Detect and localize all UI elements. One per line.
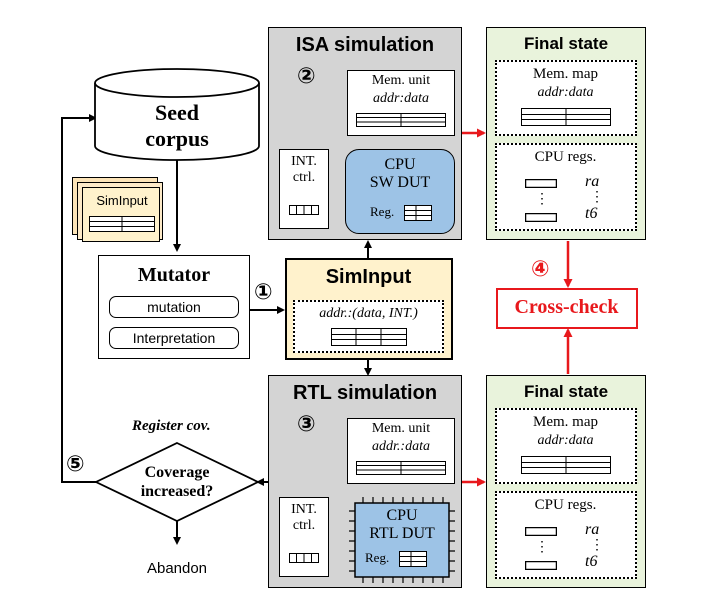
isa-int-ctrl: INT. ctrl. — [279, 149, 329, 229]
arrow-feedback-loop — [61, 114, 97, 483]
final-top-vdots-left: ⋮ — [535, 192, 549, 207]
rtl-int-ctrl-icon — [289, 553, 319, 563]
rtl-int-ctrl-line1: INT. — [291, 502, 317, 517]
final-top-reg-t6-icon — [525, 213, 557, 222]
isa-int-ctrl-label: INT. ctrl. — [280, 154, 328, 186]
seed-corpus-cylinder — [94, 68, 260, 161]
final-top-mem-map: Mem. map addr:data — [495, 60, 637, 136]
final-bottom-mem-map-label: Mem. map — [533, 414, 598, 430]
final-bottom-reg-t6-icon — [525, 561, 557, 570]
register-cov-caption: Register cov. — [132, 418, 211, 434]
step-2-marker: ② — [297, 64, 316, 89]
final-top-title: Final state — [523, 34, 609, 53]
isa-cpu-line2: SW DUT — [369, 174, 431, 191]
step-1-marker: ① — [254, 280, 273, 305]
rtl-cpu-line1: CPU — [386, 507, 418, 524]
siminput-stack-label: SimInput — [96, 193, 148, 208]
mutation-label: mutation — [147, 299, 201, 315]
siminput-table-icon — [331, 328, 407, 346]
rtl-cpu-line2: RTL DUT — [369, 525, 435, 542]
final-bottom-mem-table-icon — [521, 456, 611, 474]
siminput-inner: addr.:(data, INT.) — [293, 300, 444, 353]
step-4-marker: ④ — [531, 257, 550, 282]
final-top-reg-t6: t6 — [585, 205, 598, 222]
siminput-stack-table-icon — [89, 216, 155, 232]
rtl-mem-unit-label: Mem. unit — [371, 421, 431, 436]
isa-cpu-line1: CPU — [384, 156, 416, 173]
coverage-diamond — [93, 442, 261, 522]
rtl-title: RTL simulation — [292, 382, 438, 404]
rtl-cpu-label: CPU RTL DUT — [355, 507, 449, 543]
rtl-reg-label: Reg. — [365, 550, 390, 565]
final-bottom-reg-ra-icon — [525, 527, 557, 536]
rtl-cpu-chip-icon — [349, 497, 455, 583]
final-top-mem-sub: addr:data — [537, 85, 594, 100]
seed-corpus-label: Seed corpus — [95, 100, 259, 152]
final-state-top: Final state Mem. map addr:data CPU regs.… — [486, 27, 646, 240]
cross-check-box: Cross-check — [496, 288, 638, 329]
isa-cpu-box: CPU SW DUT Reg. — [345, 149, 455, 234]
siminput-stack-front: SimInput — [82, 187, 160, 242]
step-3-marker: ③ — [297, 412, 316, 437]
final-top-vdots-right: ⋮ — [590, 190, 604, 205]
step-5-marker: ⑤ — [66, 452, 85, 477]
final-bottom-mem-sub: addr:data — [537, 433, 594, 448]
final-bottom-title: Final state — [523, 382, 609, 401]
isa-reg-label: Reg. — [370, 204, 395, 219]
mutator-title: Mutator — [137, 264, 211, 286]
siminput-box: SimInput addr.:(data, INT.) — [285, 258, 453, 360]
final-bottom-reg-ra: ra — [585, 521, 600, 538]
final-bottom-cpu-regs: CPU regs. ra ⋮ ⋮ t6 — [495, 491, 637, 579]
final-top-cpu-regs: CPU regs. ra ⋮ ⋮ t6 — [495, 143, 637, 231]
siminput-title: SimInput — [325, 266, 412, 288]
isa-mem-sub: addr:data — [373, 91, 429, 106]
mutator-box: Mutator mutation Interpretation — [98, 255, 250, 359]
rtl-int-ctrl-label: INT. ctrl. — [280, 502, 328, 534]
isa-cpu-label: CPU SW DUT — [346, 156, 454, 192]
isa-reg-icon — [404, 205, 432, 221]
final-top-mem-map-label: Mem. map — [533, 66, 598, 82]
seed-corpus-line2: corpus — [145, 126, 209, 151]
isa-mem-table-icon — [356, 113, 446, 127]
coverage-label: Coverage increased? — [117, 463, 237, 501]
final-bottom-vdots-right: ⋮ — [590, 538, 604, 553]
abandon-label: Abandon — [146, 560, 208, 577]
isa-simulation-box: ISA simulation ② Mem. unit addr:data INT… — [268, 27, 462, 240]
rtl-mem-sub: addr.:data — [372, 439, 430, 454]
isa-int-ctrl-line2: ctrl. — [292, 170, 316, 185]
final-top-cpu-regs-label: CPU regs. — [534, 149, 597, 165]
interpretation-label: Interpretation — [132, 330, 216, 346]
isa-title: ISA simulation — [295, 34, 435, 56]
coverage-line2: increased? — [140, 483, 214, 500]
siminput-sub: addr.:(data, INT.) — [319, 306, 418, 321]
rtl-int-ctrl: INT. ctrl. — [279, 497, 329, 577]
final-bottom-reg-t6: t6 — [585, 553, 598, 570]
rtl-simulation-box: RTL simulation ③ Mem. unit addr.:data IN… — [268, 375, 462, 588]
final-state-bottom: Final state Mem. map addr:data CPU regs.… — [486, 375, 646, 588]
interpretation-pill: Interpretation — [109, 327, 239, 349]
rtl-mem-table-icon — [356, 461, 446, 475]
final-top-reg-ra: ra — [585, 173, 600, 190]
final-bottom-mem-map: Mem. map addr:data — [495, 408, 637, 484]
final-bottom-vdots-left: ⋮ — [535, 540, 549, 555]
rtl-int-ctrl-line2: ctrl. — [292, 518, 316, 533]
isa-mem-unit-label: Mem. unit — [371, 73, 431, 88]
final-top-reg-ra-icon — [525, 179, 557, 188]
final-bottom-cpu-regs-label: CPU regs. — [534, 497, 597, 513]
rtl-reg-icon — [399, 551, 427, 567]
cross-check-label: Cross-check — [514, 296, 619, 318]
seed-corpus-line1: Seed — [155, 100, 199, 125]
isa-int-ctrl-icon — [289, 205, 319, 215]
rtl-mem-unit: Mem. unit addr.:data — [347, 418, 455, 484]
coverage-line1: Coverage — [144, 464, 210, 481]
final-top-mem-table-icon — [521, 108, 611, 126]
isa-mem-unit: Mem. unit addr:data — [347, 70, 455, 136]
mutation-pill: mutation — [109, 296, 239, 318]
isa-int-ctrl-line1: INT. — [291, 154, 317, 169]
